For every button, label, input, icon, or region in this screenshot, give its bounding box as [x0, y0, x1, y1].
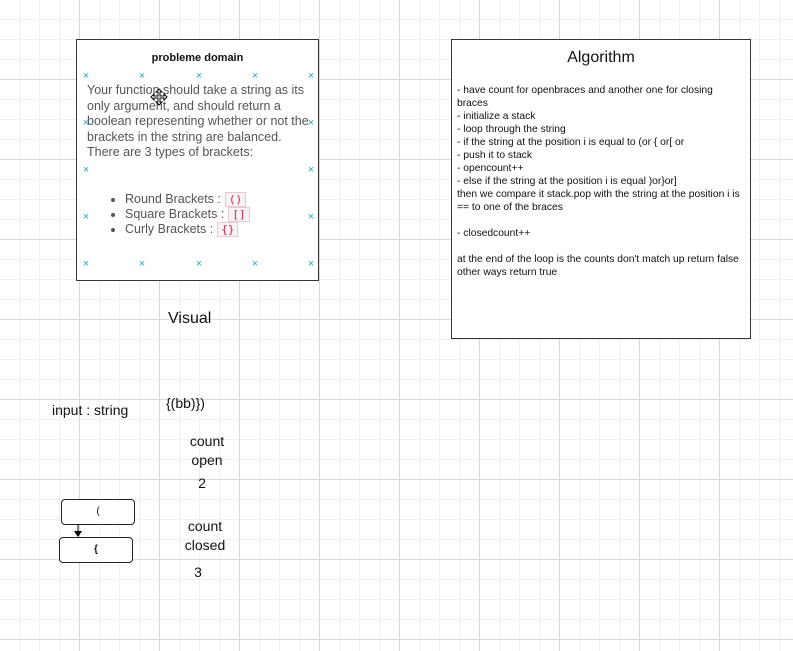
problem-domain-description: Your function should take a string as it…: [87, 83, 309, 159]
algorithm-line: [457, 214, 745, 227]
count-closed-value: 3: [194, 564, 202, 580]
selection-handle-icon[interactable]: [251, 260, 259, 268]
selection-handle-icon[interactable]: [195, 72, 203, 80]
algorithm-title: Algorithm: [567, 49, 635, 66]
algorithm-line: - loop through the string: [457, 124, 566, 135]
algorithm-line: - opencount++: [457, 163, 524, 174]
bracket-type-code: []: [228, 207, 250, 222]
bracket-type-label: Round Brackets :: [125, 192, 221, 206]
bracket-type-code: (): [224, 192, 247, 207]
algorithm-steps: - have count for openbraces and another …: [457, 84, 745, 279]
input-value: {(bb)}): [166, 395, 205, 411]
algorithm-box[interactable]: Algorithm - have count for openbraces an…: [451, 39, 751, 339]
selection-handle-icon[interactable]: [82, 260, 90, 268]
algorithm-line: - initialize a stack: [457, 111, 536, 122]
bracket-types-list: Round Brackets :() Square Brackets :[] C…: [107, 192, 250, 237]
selection-handle-icon[interactable]: [307, 166, 315, 174]
arrow-down-icon: [74, 524, 82, 537]
move-cursor-icon: [150, 88, 168, 106]
stack-item[interactable]: {: [59, 537, 133, 563]
selection-handle-icon[interactable]: [82, 119, 90, 127]
bracket-type-code: {}: [217, 222, 239, 237]
count-open-value: 2: [198, 475, 206, 491]
algorithm-line: - closedcount++: [457, 228, 531, 239]
bracket-type-label: Square Brackets :: [125, 207, 225, 221]
bracket-type-square: Square Brackets :[]: [107, 207, 250, 222]
selection-handle-icon[interactable]: [307, 260, 315, 268]
algorithm-line: - else if the string at the position i i…: [457, 176, 677, 187]
algorithm-line: at the end of the loop is the counts don…: [457, 254, 739, 278]
selection-handle-icon[interactable]: [82, 213, 90, 221]
algorithm-line: then we compare it stack.pop with the st…: [457, 189, 740, 213]
selection-handle-icon[interactable]: [307, 72, 315, 80]
selection-handle-icon[interactable]: [82, 166, 90, 174]
visual-heading: Visual: [168, 310, 212, 327]
count-open-label: count open: [189, 433, 225, 468]
stack-item[interactable]: (: [61, 499, 135, 525]
bracket-type-label: Curly Brackets :: [125, 222, 214, 236]
selection-handle-icon[interactable]: [138, 260, 146, 268]
selection-handle-icon[interactable]: [82, 72, 90, 80]
algorithm-line: - if the string at the position i is equ…: [457, 137, 685, 148]
selection-handle-icon[interactable]: [251, 72, 259, 80]
selection-handle-icon[interactable]: [307, 213, 315, 221]
input-label: input : string: [52, 402, 129, 418]
algorithm-line: [457, 240, 745, 253]
problem-domain-title: probleme domain: [151, 52, 244, 64]
bracket-type-round: Round Brackets :(): [107, 192, 250, 207]
bracket-type-curly: Curly Brackets :{}: [107, 222, 250, 237]
selection-handle-icon[interactable]: [307, 119, 315, 127]
algorithm-line: - push it to stack: [457, 150, 532, 161]
selection-handle-icon[interactable]: [138, 72, 146, 80]
selection-handle-icon[interactable]: [195, 260, 203, 268]
count-closed-label: count closed: [184, 518, 226, 553]
algorithm-line: - have count for openbraces and another …: [457, 85, 713, 109]
